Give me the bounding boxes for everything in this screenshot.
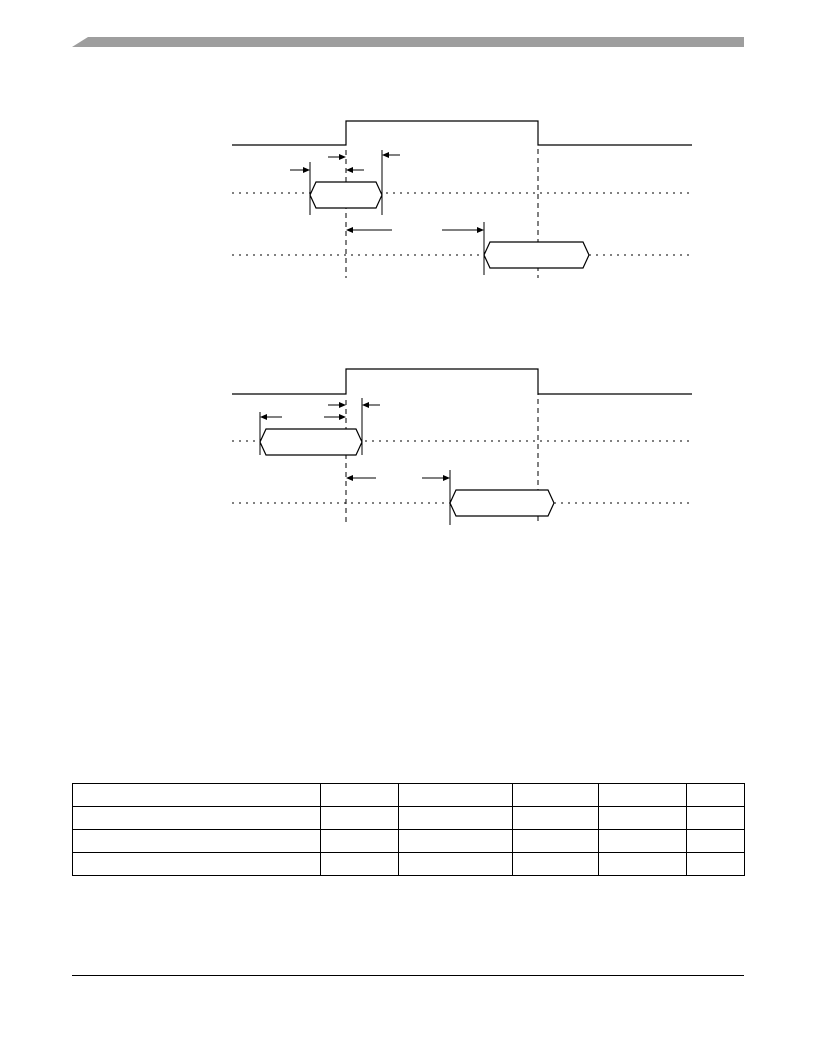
input-data-valid-window — [309, 181, 383, 209]
table-cell — [72, 852, 321, 876]
hold-time-end-arrow — [382, 152, 400, 158]
input-data-valid-window — [259, 428, 363, 456]
setup-time-inner-arrow — [328, 154, 346, 160]
header-bar-shape — [72, 37, 744, 47]
table-cell — [398, 829, 513, 853]
table-cell — [686, 852, 745, 876]
setup-time-end-arrow — [324, 414, 346, 420]
clock-to-output-start-arrow — [346, 227, 392, 233]
parameter-table — [72, 783, 745, 876]
footer-rule — [72, 975, 744, 976]
table-cell — [398, 852, 513, 876]
table-row — [72, 829, 745, 853]
table-cell — [512, 852, 599, 876]
clock-to-output-end-arrow — [422, 475, 450, 481]
table-cell — [398, 806, 513, 830]
hold-time-arrow — [346, 167, 364, 173]
timing-diagram-2 — [232, 368, 692, 525]
table-cell — [320, 783, 399, 807]
clock-to-output-end-arrow — [442, 227, 484, 233]
table-cell — [598, 829, 687, 853]
output-data-valid-window — [483, 241, 590, 269]
table-row — [72, 783, 745, 807]
clock-waveform — [232, 368, 692, 395]
output-data-valid-window — [449, 489, 555, 517]
table-cell — [686, 829, 745, 853]
table-cell — [512, 829, 599, 853]
table-cell — [72, 783, 321, 807]
table-cell — [320, 852, 399, 876]
timing-diagram-1 — [232, 120, 692, 278]
setup-time-inner-arrow — [328, 402, 346, 408]
table-cell — [320, 829, 399, 853]
header-bar — [72, 37, 744, 47]
clock-waveform — [232, 120, 692, 146]
table-cell — [598, 806, 687, 830]
table-row — [72, 852, 745, 876]
table-cell — [598, 783, 687, 807]
table-cell — [512, 783, 599, 807]
table-cell — [320, 806, 399, 830]
table-cell — [398, 783, 513, 807]
hold-time-end-arrow — [362, 402, 380, 408]
setup-time-arrow — [290, 167, 310, 173]
table-cell — [686, 783, 745, 807]
table-cell — [686, 806, 745, 830]
table-cell — [512, 806, 599, 830]
setup-time-start-arrow — [260, 414, 282, 420]
table-row — [72, 806, 745, 830]
table-cell — [72, 806, 321, 830]
table-cell — [598, 852, 687, 876]
table-cell — [72, 829, 321, 853]
clock-to-output-start-arrow — [346, 475, 376, 481]
